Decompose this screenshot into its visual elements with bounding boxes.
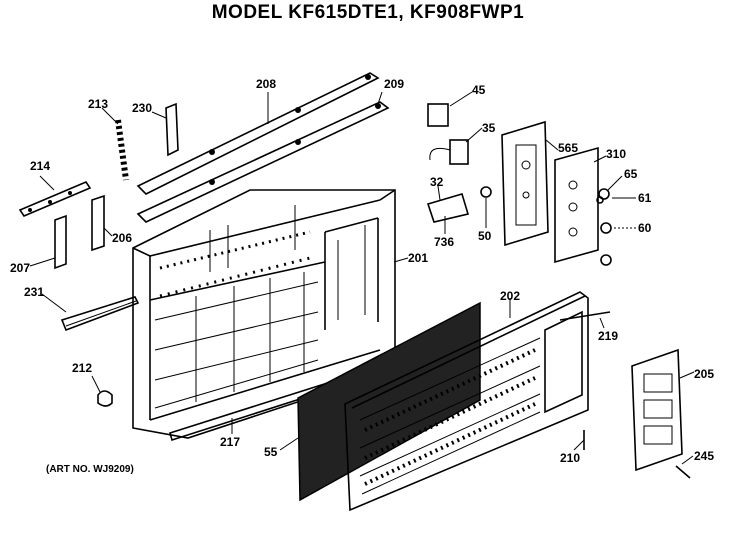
door-205 (631, 348, 683, 472)
label-245: 245 (694, 449, 714, 463)
part-50 (480, 186, 492, 198)
label-565: 565 (558, 141, 578, 155)
label-50: 50 (478, 229, 492, 243)
part-230 (165, 102, 179, 157)
label-205: 205 (694, 367, 714, 381)
label-55: 55 (264, 445, 278, 459)
label-60: 60 (638, 221, 652, 235)
label-230: 230 (132, 101, 152, 115)
label-202: 202 (500, 289, 520, 303)
label-45: 45 (472, 83, 486, 97)
label-208: 208 (256, 77, 276, 91)
knob-61 (596, 196, 604, 204)
rod-219 (559, 311, 611, 321)
label-201: 201 (408, 251, 428, 265)
rail-231 (60, 296, 140, 332)
label-35: 35 (482, 121, 496, 135)
part-212 (97, 390, 113, 407)
part-207 (54, 214, 67, 270)
label-65: 65 (624, 167, 638, 181)
control-panel-565 (501, 120, 549, 247)
knob-60 (600, 222, 612, 234)
page-title: MODEL KF615DTE1, KF908FWP1 (211, 2, 525, 23)
cover-plate-310 (554, 146, 599, 264)
label-214: 214 (30, 159, 50, 173)
screw-245 (675, 465, 691, 479)
filter-55 (297, 301, 481, 502)
label-209: 209 (384, 77, 404, 91)
part-35 (429, 139, 469, 165)
label-736: 736 (434, 235, 454, 249)
leader-lines (29, 91, 695, 465)
label-212: 212 (72, 361, 92, 375)
part-213 (115, 119, 129, 181)
knob-65 (598, 188, 610, 200)
label-231: 231 (24, 285, 44, 299)
label-213: 213 (88, 97, 108, 111)
top-rail-208 (136, 72, 380, 195)
label-32: 32 (430, 175, 444, 189)
art-number: (ART NO. WJ9209) (46, 464, 134, 475)
knob-bottom (600, 254, 612, 266)
part-32 (426, 193, 470, 223)
label-61: 61 (638, 191, 652, 205)
part-214 (18, 181, 92, 217)
part-206 (91, 194, 105, 252)
part-45 (427, 103, 449, 127)
label-210: 210 (560, 451, 580, 465)
label-217: 217 (220, 435, 240, 449)
front-grille-202 (344, 291, 589, 512)
top-rail-209 (136, 101, 390, 223)
label-206: 206 (112, 231, 132, 245)
label-219: 219 (598, 329, 618, 343)
label-207: 207 (10, 261, 30, 275)
label-310: 310 (606, 147, 626, 161)
